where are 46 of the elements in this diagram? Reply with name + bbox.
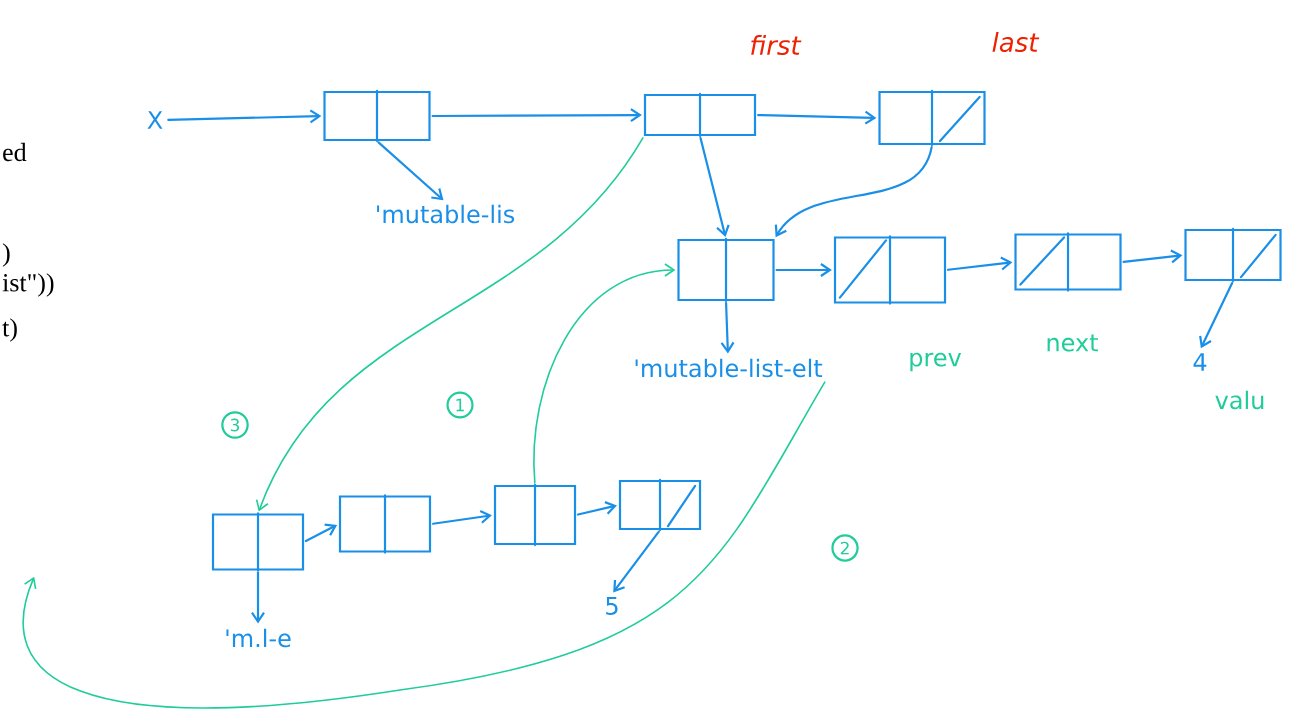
cons-cell [833,235,947,305]
arrow [167,109,322,124]
cons-cell [1014,232,1122,292]
circled-number: 1 [446,391,474,419]
arrow [774,145,933,238]
arrow [775,263,832,277]
arrow [720,302,735,354]
handwritten-text: 'm.l-e [226,628,291,648]
arrow [431,108,642,122]
arrow [432,509,492,525]
arrow [613,530,660,593]
circled-number: 3 [221,411,249,439]
field-name: valu [1215,390,1264,410]
arrow [251,571,265,624]
cons-cell [323,89,431,143]
arrow [757,110,877,125]
curved-arrow [255,137,644,512]
code-text: ist")) [2,273,54,297]
code-text: t) [2,318,17,342]
cons-cell [338,494,432,554]
curved-arrow [22,381,826,709]
curved-arrow [533,263,676,484]
handwritten-text: 4 [1193,353,1207,371]
arrow [947,256,1013,271]
cons-cell [493,483,577,547]
circled-number: 2 [831,534,859,562]
handwritten-text: 'mutable-list-elt [635,358,823,378]
arrow [1199,281,1234,349]
handwritten-text: X [147,111,163,129]
cons-cell [211,512,305,572]
cons-cell [618,478,702,532]
handwritten-text: 'mutable-lis [377,204,515,224]
arrow [304,523,338,543]
code-text: ) [2,243,10,267]
field-name: prev [910,352,962,372]
cons-cell [1184,227,1282,283]
handwritten-text: 5 [606,597,618,615]
arrow [1122,249,1183,264]
cons-cell [677,237,775,303]
pointer-name: first [751,34,802,56]
pointer-name: last [992,31,1040,53]
arrow [576,501,617,516]
field-name: next [1047,334,1099,352]
arrow [699,136,730,237]
code-text: ed [3,142,27,162]
arrow [377,141,444,201]
